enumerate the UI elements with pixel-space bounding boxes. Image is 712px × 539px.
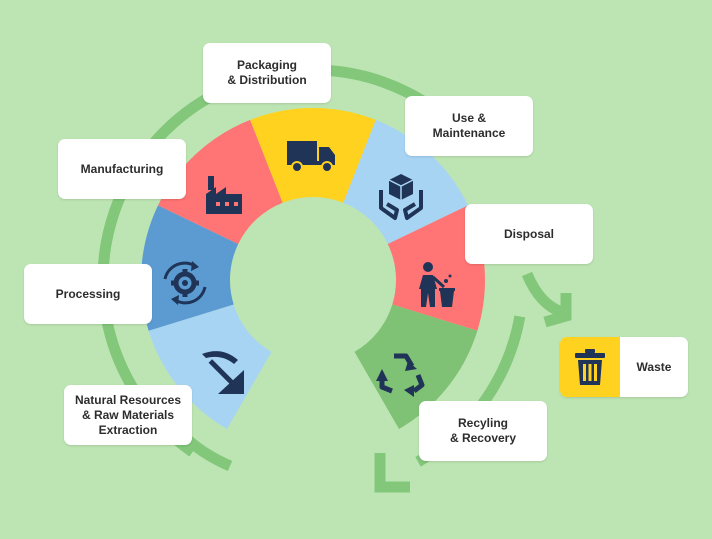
stage-box-packaging: Packaging & Distribution [203, 43, 331, 103]
waste-arrow-head [543, 293, 572, 328]
segment-processing [141, 205, 239, 331]
recycling-arrow-head [374, 453, 410, 493]
left-tail-arrow [184, 435, 233, 472]
truck-icon [287, 141, 335, 173]
trash-can-icon [560, 337, 620, 397]
recycle-icon [376, 353, 425, 397]
pickaxe-icon [202, 351, 244, 394]
stage-box-processing: Processing [24, 264, 152, 324]
main-cycle-arrow [97, 64, 479, 457]
hands-box-icon [379, 174, 423, 220]
waste-label: Waste [636, 360, 672, 374]
stage-box-disposal: Disposal [465, 204, 593, 264]
segment-recycling [354, 304, 478, 429]
segment-natural-resources [148, 304, 272, 429]
trash-person-icon [419, 262, 455, 307]
stage-box-manufacturing: Manufacturing [58, 139, 186, 199]
stage-box-recycling: Recyling & Recovery [419, 401, 547, 461]
waste-branch-arrow [521, 271, 564, 318]
segment-disposal [387, 205, 485, 331]
gear-cycle-icon [163, 261, 207, 305]
segment-manufacturing [158, 119, 283, 244]
factory-icon [206, 176, 242, 214]
wheel-segments [141, 108, 485, 429]
stage-box-use: Use & Maintenance [405, 96, 533, 156]
waste-box: Waste [560, 337, 688, 397]
stage-box-natural-resources: Natural Resources & Raw Materials Extrac… [64, 385, 192, 445]
segment-icons [163, 141, 455, 397]
